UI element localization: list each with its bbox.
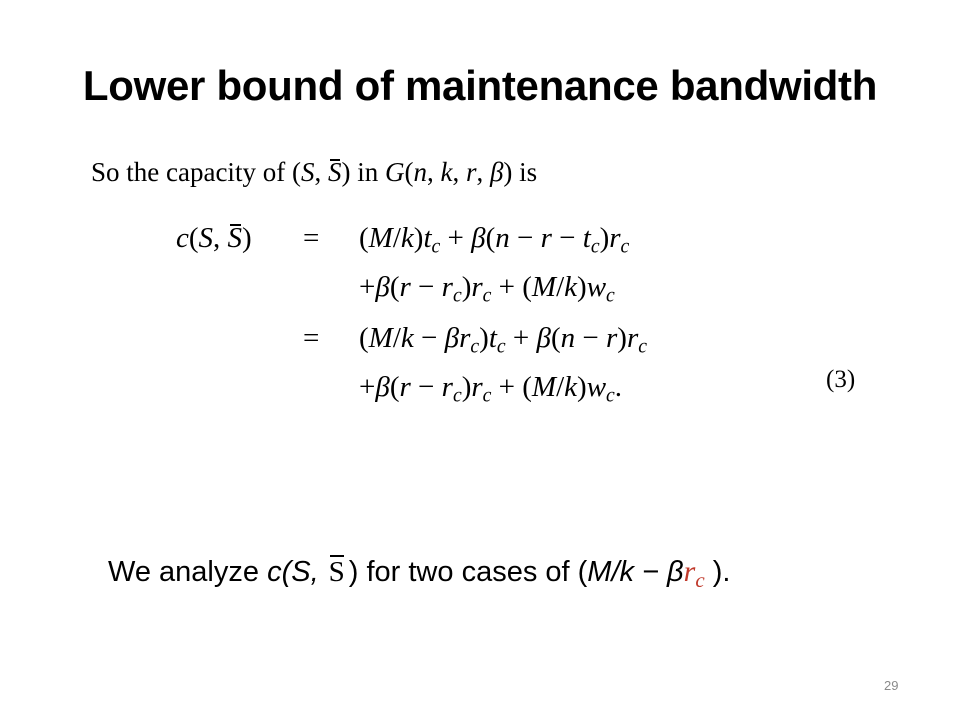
page-number: 29: [884, 678, 899, 693]
cut-expression: (S, S): [291, 157, 351, 187]
intro-text-before: So the capacity of: [91, 157, 286, 187]
graph-expression: G(n, k, r, β): [384, 157, 513, 187]
equals-sign-2: =: [303, 322, 320, 354]
equals-sign-1: =: [303, 222, 320, 254]
intro-sentence: So the capacity of (S, S) in G(n, k, r, …: [91, 157, 537, 188]
intro-text-in: in: [357, 157, 379, 187]
analysis-suffix: ).: [712, 556, 731, 588]
analysis-s-bar: S: [328, 554, 345, 588]
analysis-c-open: c(S,: [267, 556, 319, 588]
slide-title: Lower bound of maintenance bandwidth: [82, 62, 878, 109]
analysis-middle: ) for two cases of (: [348, 556, 588, 588]
analysis-mk: M/k − β: [587, 556, 684, 588]
equation-line-1: (M/k)tc + β(n − r − tc)rc: [359, 222, 630, 258]
equation-line-3: (M/k − βrc)tc + β(n − r)rc: [359, 322, 647, 358]
equation-lhs: c(S, S): [176, 222, 252, 254]
analysis-prefix: We analyze: [108, 556, 259, 588]
analysis-rc: rc: [683, 555, 705, 592]
equation-number: (3): [826, 366, 856, 393]
equation-line-2: +β(r − rc)rc + (M/k)wc: [359, 271, 615, 307]
equation-line-4: +β(r − rc)rc + (M/k)wc.: [359, 371, 623, 407]
intro-text-is: is: [519, 157, 538, 187]
analysis-sentence: We analyze c(S, S) for two cases of (M/k …: [108, 554, 731, 593]
